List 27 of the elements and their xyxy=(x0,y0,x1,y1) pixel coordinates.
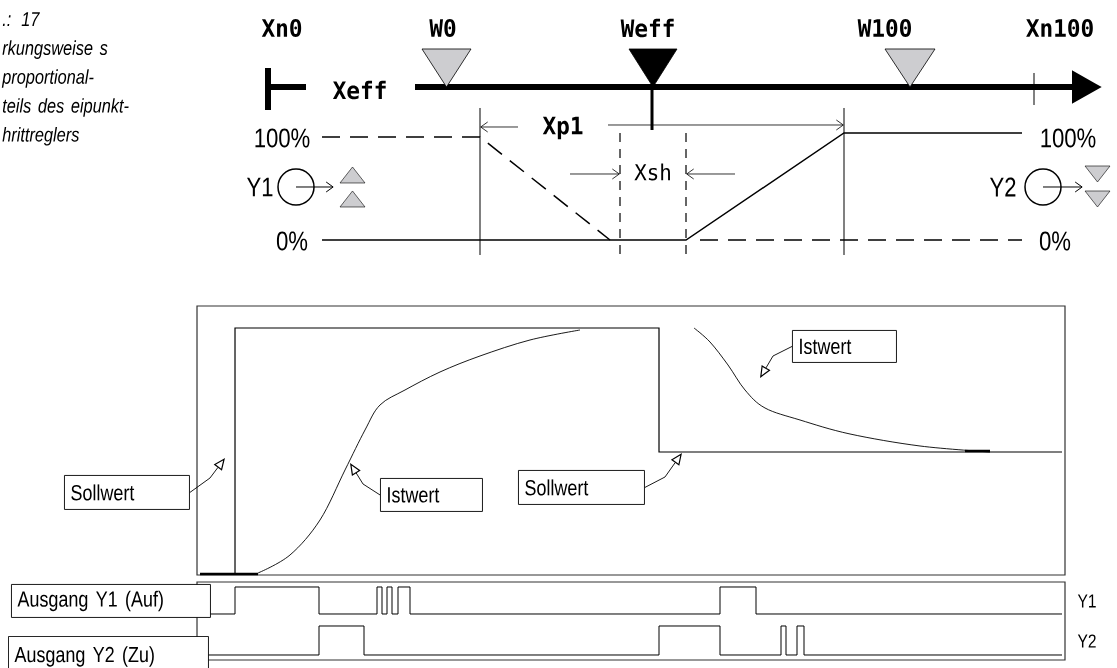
axis-label: Xn100 xyxy=(1026,18,1093,38)
percent-label: 100% xyxy=(255,128,310,148)
percent-label: 0% xyxy=(276,231,308,251)
leader-line xyxy=(760,346,793,378)
axis-label: Xn0 xyxy=(261,18,302,38)
callout-box: Istwert xyxy=(792,330,897,363)
signal-label: Y2 xyxy=(1077,634,1096,648)
signal-label: Y1 xyxy=(1077,594,1096,608)
signal-label-box: Ausgang Y1 (Auf) xyxy=(11,584,211,618)
dimension-label: Xsh xyxy=(634,163,670,181)
leader-line xyxy=(350,463,381,496)
percent-label: 100% xyxy=(1041,128,1096,148)
dimension-label: Xp1 xyxy=(542,116,583,140)
axis-label: Weff xyxy=(620,18,674,38)
caption: .: 17 rkungsweise s proportional- teils des eipunkt- hrittreglers xyxy=(1,12,129,146)
percent-label: 0% xyxy=(1039,231,1071,251)
axis-label: W100 xyxy=(857,18,911,38)
output-label: Y2 xyxy=(990,177,1016,197)
axis-label: W0 xyxy=(429,18,456,38)
leader-line xyxy=(189,458,225,493)
callout-box: Istwert xyxy=(380,478,483,512)
signal-label-box: Ausgang Y2 (Zu) xyxy=(8,636,209,668)
axis-label: Xeff xyxy=(332,80,386,100)
callout-box: Sollwert xyxy=(518,470,645,505)
leader-line xyxy=(644,453,682,488)
output-label: Y1 xyxy=(247,177,273,197)
callout-box: Sollwert xyxy=(64,475,190,510)
